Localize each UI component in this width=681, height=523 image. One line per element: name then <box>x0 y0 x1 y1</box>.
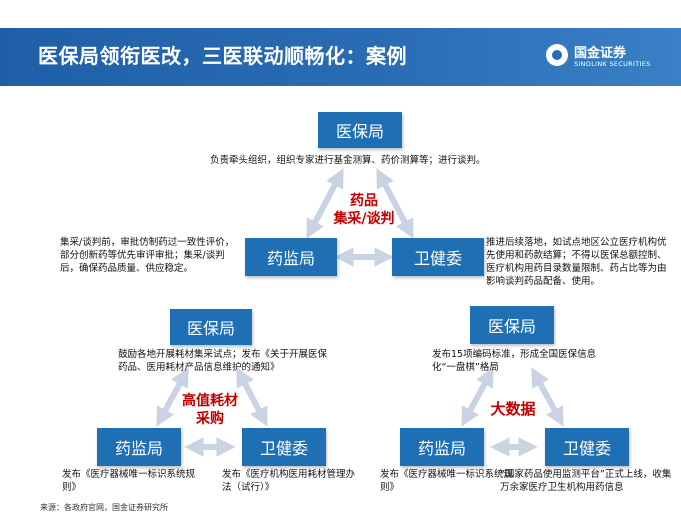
left-arrow-left <box>156 367 189 427</box>
left-nhsa-box: 医保局 <box>170 309 252 345</box>
top-nhsa-box: 医保局 <box>318 112 402 148</box>
left-nhsa-note: 鼓励各地开展耗材集采试点；发布《关于开展医保药品、医用耗材产品信息维护的通知》 <box>118 349 328 373</box>
left-center-line2: 采购 <box>196 411 224 427</box>
left-arrow-right <box>236 367 268 427</box>
left-nhc-box: 卫健委 <box>242 428 326 466</box>
right-nmpa-note: 发布《医疗器械唯一标识系统规则》 <box>380 469 514 493</box>
left-nmpa-note: 发布《医疗器械唯一标识系统规则》 <box>62 469 196 493</box>
top-nmpa-note: 集采/谈判前，审批仿制药过一致性评价，部分创新药等优先审评审批；集采/谈判后，确… <box>60 237 235 274</box>
top-center-label: 药品 集采/谈判 <box>316 192 412 228</box>
top-arrow-right <box>376 168 414 239</box>
logo-cn-text: 国金证券 <box>574 46 627 61</box>
right-nhc-note: “国家药品使用监测平台”正式上线，收集万余家医疗卫生机构用药信息 <box>500 469 672 493</box>
company-logo: 国金证券 SINOLINK SECURITIES <box>546 42 666 72</box>
right-nhsa-box: 医保局 <box>470 306 554 344</box>
top-center-line1: 药品 <box>350 193 378 209</box>
header: 医保局领衔医改，三医联动顺畅化：案例 国金证券 SINOLINK SECURIT… <box>0 0 681 86</box>
top-nhc-note: 推进后续落地，如试点地区公立医疗机构优先使用和药款结算；不得以医保总额控制、医疗… <box>486 237 667 287</box>
right-center-line1: 大数据 <box>490 400 536 418</box>
right-center-label: 大数据 <box>478 400 548 418</box>
right-nhc-box: 卫健委 <box>545 428 629 466</box>
right-nmpa-box: 药监局 <box>400 428 484 466</box>
left-center-line1: 高值耗材 <box>182 393 238 409</box>
left-nhc-note: 发布《医疗机构医用耗材管理办法（试行）》 <box>222 469 356 493</box>
logo-en-text: SINOLINK SECURITIES <box>574 60 651 68</box>
top-arrow-left <box>306 168 344 239</box>
left-center-label: 高值耗材 采购 <box>170 392 250 428</box>
right-nhsa-note: 发布15项编码标准，形成全国医保信息化“一盘棋”格局 <box>432 349 597 373</box>
page-title: 医保局领衔医改，三医联动顺畅化：案例 <box>38 44 407 68</box>
top-nhsa-note: 负责牵头组织，组织专家进行基金测算、药价测算等；进行谈判。 <box>210 155 486 166</box>
right-arrow-right <box>531 367 564 427</box>
right-arrow-left <box>461 367 494 427</box>
source-note: 来源：各政府官网，国金证券研究所 <box>40 503 168 512</box>
top-nhc-box: 卫健委 <box>392 238 484 276</box>
top-center-line2: 集采/谈判 <box>333 211 395 227</box>
logo-mark-icon <box>546 44 568 66</box>
left-nmpa-box: 药监局 <box>97 428 181 466</box>
top-nmpa-box: 药监局 <box>245 238 337 276</box>
